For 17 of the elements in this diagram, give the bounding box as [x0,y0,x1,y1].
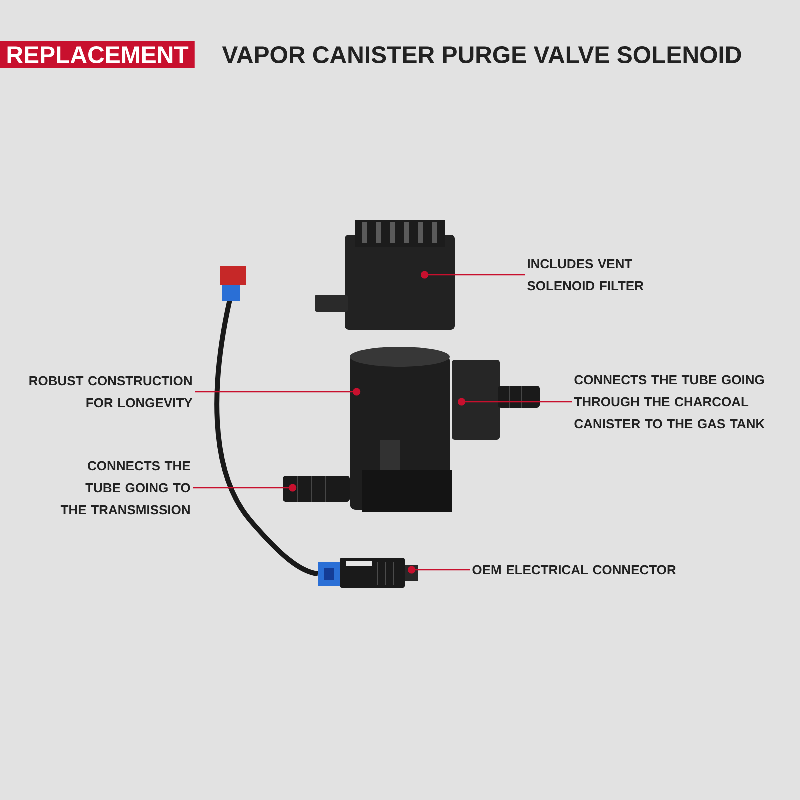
leader-line [408,566,470,574]
callout-text: CONNECTS THE TUBE GOING THROUGH THE CHARCOAL CANISTER TO THE GAS TANK [574,375,765,429]
valve-body-drawing [350,347,452,512]
leader-line [458,398,572,406]
connector-drawing [318,558,418,588]
port-housing-drawing [452,360,540,440]
leader-line [195,388,361,396]
callout-text: CONNECTS THE TUBE GOING TO THE TRANSMISSION [60,461,190,515]
leader-line [421,271,525,279]
vent-filter-drawing [315,220,455,330]
title-badge: REPLACEMENT [0,42,195,68]
callout-text: INCLUDES VENT SOLENOID FILTER [528,259,644,291]
leader-line [193,484,297,492]
tube-nozzle-drawing [283,476,350,502]
callout-text: OEM ELECTRICAL CONNECTOR [472,565,676,575]
title: VAPOR CANISTER PURGE VALVE SOLENOID [222,46,742,64]
callout-text: ROBUST CONSTRUCTION FOR LONGEVITY [30,376,193,408]
